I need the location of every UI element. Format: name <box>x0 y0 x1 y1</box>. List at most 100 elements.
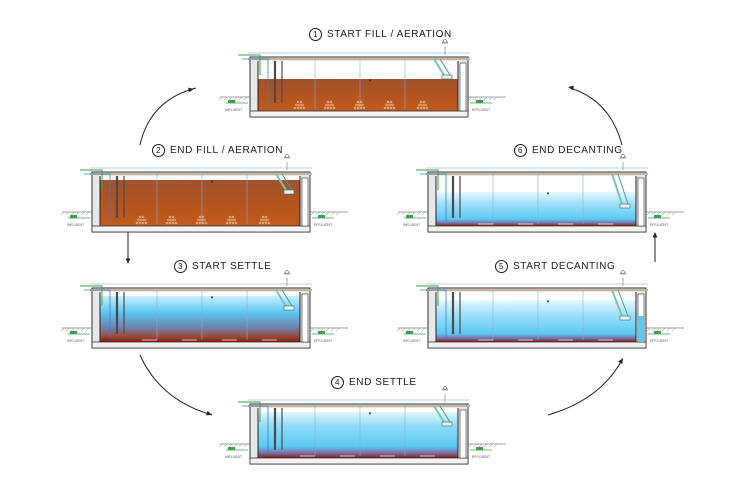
hatch <box>80 327 85 332</box>
stage-2-label: 2 END FILL / AERATION <box>152 144 283 157</box>
hatch <box>478 443 483 448</box>
air-bubble <box>388 103 391 107</box>
arrow-3-to-4-head <box>206 410 212 416</box>
effluent-valve <box>318 331 325 334</box>
hatch <box>325 211 330 216</box>
arrow-3-to-4 <box>139 354 213 416</box>
air-bubble <box>137 218 140 222</box>
arrow-4-to-5-head <box>618 358 623 364</box>
hatch <box>330 211 335 216</box>
air-pipe <box>242 58 269 107</box>
air-bubble <box>329 106 333 110</box>
hatch <box>396 211 401 216</box>
tank-liquid <box>436 192 636 226</box>
effluent-valve <box>476 100 483 103</box>
hatch <box>468 96 473 101</box>
air-bubble <box>198 221 202 225</box>
air-bubble <box>362 106 366 110</box>
tank-liquid <box>258 412 458 458</box>
air-bubble <box>296 100 300 104</box>
hatch <box>646 327 651 332</box>
hatch <box>666 211 671 216</box>
hatch <box>60 211 65 216</box>
hatch <box>671 211 676 216</box>
hatch <box>243 96 248 101</box>
air-bubble <box>141 221 145 225</box>
stage-5-title: START DECANTING <box>513 261 616 272</box>
air-bubble <box>299 100 303 104</box>
air-bubble <box>168 221 172 225</box>
influent-pipe <box>80 285 103 306</box>
air-bubble <box>170 218 173 222</box>
decanter-weir <box>441 421 453 427</box>
hatch <box>671 327 676 332</box>
hatch <box>661 211 666 216</box>
air-bubble <box>263 218 266 222</box>
air-bubble <box>358 103 361 107</box>
stage-4-number: 4 <box>331 376 344 389</box>
stage-6-label: 6 END DECANTING <box>514 144 623 157</box>
air-bubble <box>267 221 271 225</box>
stage-1-number: 1 <box>309 28 322 41</box>
hatch <box>473 443 478 448</box>
hatch <box>651 327 656 332</box>
air-pipe <box>420 173 447 222</box>
hatch <box>416 327 421 332</box>
air-bubble <box>201 221 205 225</box>
air-bubble <box>353 106 357 110</box>
air-bubble <box>171 215 175 219</box>
decanter-arm-2 <box>281 289 293 307</box>
hatch <box>411 327 416 332</box>
hatch <box>488 96 493 101</box>
air-bubble <box>231 215 235 219</box>
arrow-5-to-6-head <box>652 232 658 238</box>
hatch <box>218 443 223 448</box>
air-bubble <box>143 218 146 222</box>
air-bubble <box>424 103 427 107</box>
air-bubble <box>422 100 426 104</box>
air-bubble <box>323 106 327 110</box>
air-bubble <box>195 221 199 225</box>
hatch <box>661 327 666 332</box>
effluent-label: EFFLUENT <box>472 108 491 112</box>
hatch <box>478 96 483 101</box>
air-pipe <box>420 289 447 338</box>
air-bubble <box>144 221 148 225</box>
effluent-label: EFFLUENT <box>650 223 669 227</box>
influent-pipe <box>238 401 261 422</box>
air-bubble <box>419 100 423 104</box>
air-bubble <box>201 215 205 219</box>
air-bubble <box>261 215 265 219</box>
hatch <box>416 211 421 216</box>
stage-1-label: 1 START FILL / AERATION <box>309 28 452 41</box>
tank-floor <box>427 341 647 349</box>
air-bubble <box>264 221 268 225</box>
effluent-label: EFFLUENT <box>314 223 333 227</box>
valve-head-icon <box>621 154 625 158</box>
air-bubble <box>204 221 208 225</box>
air-bubble <box>329 100 333 104</box>
valve-head-icon <box>443 386 447 390</box>
stage-3-number: 3 <box>174 260 187 273</box>
stage-4-label: 4 END SETTLE <box>331 376 417 389</box>
hatch <box>468 443 473 448</box>
hatch <box>228 96 233 101</box>
hatch <box>646 211 651 216</box>
decanter-arm-2 <box>617 173 629 205</box>
air-bubble <box>356 106 360 110</box>
hatch <box>488 443 493 448</box>
arrow-1-to-2 <box>139 87 197 146</box>
air-bubble <box>386 100 390 104</box>
air-bubble <box>325 103 328 107</box>
tank-liquid <box>100 296 300 342</box>
air-bubble <box>298 103 301 107</box>
decanter-weir <box>619 203 631 209</box>
hatch <box>473 96 478 101</box>
hatch <box>483 443 488 448</box>
hatch <box>320 211 325 216</box>
air-bubble <box>421 103 424 107</box>
air-bubble <box>389 100 393 104</box>
